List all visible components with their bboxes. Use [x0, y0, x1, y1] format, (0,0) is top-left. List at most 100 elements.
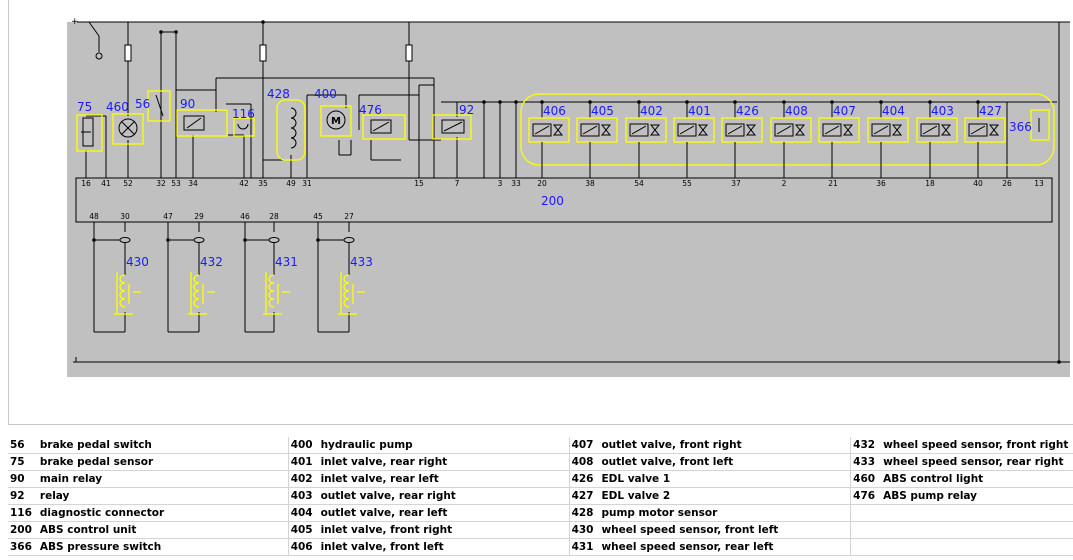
pin-label: 16 [81, 179, 91, 188]
pin-label: 38 [585, 179, 595, 188]
schematic-background [67, 22, 1070, 377]
legend-number: 366 [8, 538, 38, 556]
pin-label: 37 [731, 179, 741, 188]
label-426: 426 [736, 104, 759, 118]
label-403: 403 [931, 104, 954, 118]
sensor-body [114, 272, 141, 315]
label-431: 431 [275, 255, 298, 269]
valve-coil [532, 123, 552, 137]
legend-description: inlet valve, rear left [318, 470, 570, 488]
pin-label: 53 [171, 179, 181, 188]
legend-number: 406 [288, 538, 319, 556]
pin-label: 47 [163, 212, 173, 221]
sensor-coil [268, 274, 275, 308]
legend-number: 426 [569, 470, 600, 488]
legend-description: ABS pressure switch [37, 538, 289, 556]
valve-symbol [794, 124, 806, 136]
label-432: 432 [200, 255, 223, 269]
valve-coil [774, 123, 794, 137]
valve-symbol [745, 124, 757, 136]
valve-box [721, 117, 763, 143]
legend-description: diagnostic connector [37, 504, 289, 522]
legend-description: wheel speed sensor, rear right [881, 453, 1073, 471]
label-400: 400 [314, 87, 337, 101]
legend-number [850, 521, 882, 539]
label-366: 366 [1009, 120, 1032, 134]
pin-label: 42 [239, 179, 249, 188]
legend-number: 403 [288, 487, 319, 505]
valve-symbol [600, 124, 612, 136]
label-408: 408 [785, 104, 808, 118]
label-92: 92 [459, 103, 474, 117]
label-404: 404 [882, 104, 905, 118]
legend-number: 476 [850, 487, 882, 505]
label-116: 116 [232, 107, 255, 121]
pin-label: 15 [414, 179, 424, 188]
legend-description [881, 538, 1073, 556]
legend-description: EDL valve 2 [599, 487, 852, 505]
fuse-3 [405, 22, 413, 140]
legend-description: brake pedal switch [37, 437, 289, 454]
label-476: 476 [359, 103, 382, 117]
valve-box [916, 117, 958, 143]
label-430: 430 [126, 255, 149, 269]
sensor-coil [119, 274, 126, 308]
sensor-coil [343, 274, 350, 308]
sensor-body [188, 272, 215, 315]
valve-symbol [988, 124, 1000, 136]
legend-description: ABS control unit [37, 521, 289, 539]
legend-number: 56 [8, 437, 38, 454]
legend-description: outlet valve, rear left [318, 504, 570, 522]
label-90: 90 [180, 97, 195, 111]
valve-symbol [891, 124, 903, 136]
valve-box [576, 117, 618, 143]
pin-label: 2 [782, 179, 787, 188]
legend-number: 400 [288, 437, 319, 454]
valve-coil [725, 123, 745, 137]
sensor-body [338, 272, 365, 315]
valve-box [770, 117, 812, 143]
legend-number: 431 [569, 538, 600, 556]
plus-sign: + [71, 17, 79, 27]
pin-label: 30 [120, 212, 130, 221]
legend-number: 433 [850, 453, 882, 471]
pin-label: 46 [240, 212, 250, 221]
pin-label: 3 [498, 179, 503, 188]
legend-number: 430 [569, 521, 600, 539]
legend-description: outlet valve, front right [599, 437, 852, 454]
legend-number: 408 [569, 453, 600, 471]
pin-label: 40 [973, 179, 983, 188]
pin-label: 35 [258, 179, 268, 188]
legend-description: ABS pump relay [881, 487, 1073, 505]
legend-number [850, 538, 882, 556]
sensor-coil [193, 274, 200, 308]
pin-label: 48 [89, 212, 99, 221]
valve-symbol [842, 124, 854, 136]
legend-number: 92 [8, 487, 38, 505]
sensor-body [263, 272, 290, 315]
valve-symbol [552, 124, 564, 136]
legend-number: 407 [569, 437, 600, 454]
valve-box [964, 117, 1006, 143]
legend-number: 402 [288, 470, 319, 488]
label-401: 401 [688, 104, 711, 118]
legend-description: inlet valve, front right [318, 521, 570, 539]
label-75: 75 [77, 100, 92, 114]
wiring-schematic: + [67, 17, 1070, 377]
valve-box [818, 117, 860, 143]
legend-number: 432 [850, 437, 882, 454]
motor-symbol: M [331, 116, 341, 127]
legend-description: relay [37, 487, 289, 505]
pin-label: 41 [101, 179, 111, 188]
pin-label: 20 [537, 179, 547, 188]
pin-label: 45 [313, 212, 323, 221]
label-406: 406 [543, 104, 566, 118]
